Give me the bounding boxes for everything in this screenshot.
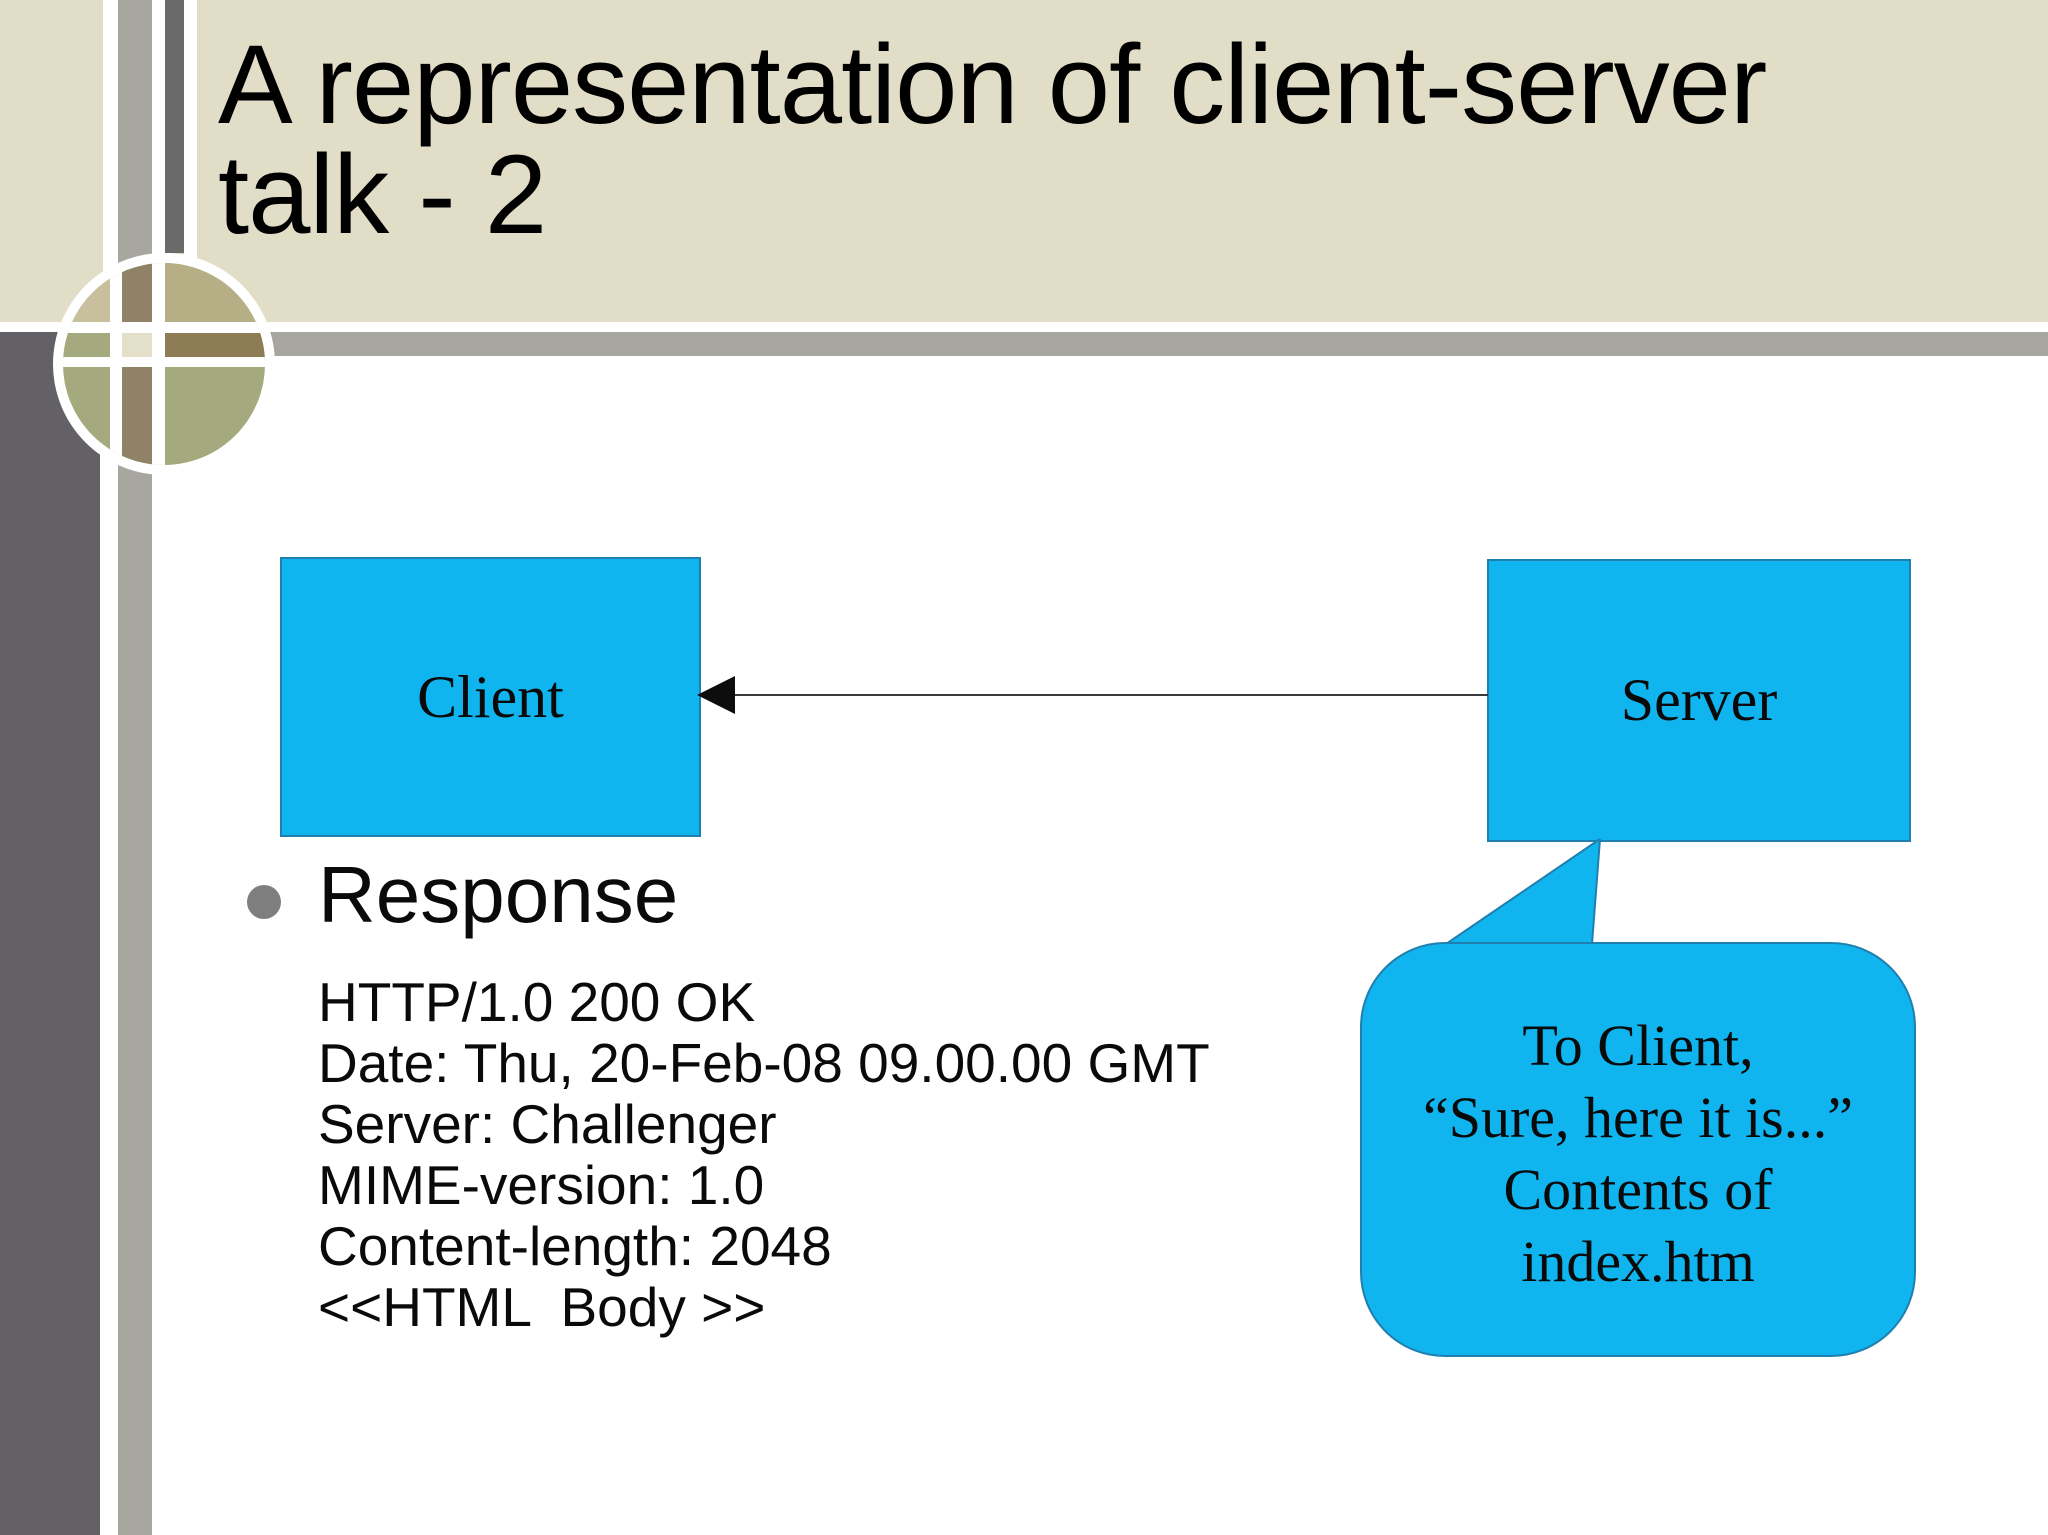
response-line: Server: Challenger bbox=[318, 1093, 777, 1155]
response-line: <<HTML Body >> bbox=[318, 1276, 766, 1338]
header-band bbox=[0, 0, 2048, 322]
left-rail bbox=[0, 332, 100, 1535]
client-box-label: Client bbox=[417, 663, 564, 730]
mosaic-tile bbox=[63, 263, 110, 322]
speech-bubble: To Client, “Sure, here it is...” Content… bbox=[1360, 942, 1916, 1357]
mosaic-tile bbox=[165, 263, 265, 322]
bubble-line: Contents of bbox=[1503, 1157, 1773, 1222]
mosaic-stripe bbox=[63, 357, 265, 367]
vertical-stripe-white-3 bbox=[184, 0, 197, 322]
response-arrow-left-icon bbox=[697, 676, 1488, 714]
bubble-line: index.htm bbox=[1521, 1229, 1755, 1294]
mosaic-tile bbox=[122, 367, 152, 465]
response-heading: Response bbox=[318, 850, 679, 939]
client-box: Client bbox=[280, 557, 701, 837]
bubble-line: “Sure, here it is...” bbox=[1422, 1085, 1853, 1150]
response-body: HTTP/1.0 200 OK Date: Thu, 20-Feb-08 09.… bbox=[318, 972, 1210, 1338]
circle-mosaic bbox=[63, 263, 265, 465]
bubble-line: To Client, bbox=[1522, 1013, 1754, 1078]
mosaic-stripe bbox=[63, 322, 265, 333]
template-circle-ornament bbox=[53, 253, 275, 475]
response-line: Date: Thu, 20-Feb-08 09.00.00 GMT bbox=[318, 1032, 1210, 1094]
slide-title: A representation of client-server talk -… bbox=[218, 22, 1767, 257]
response-line: Content-length: 2048 bbox=[318, 1215, 832, 1277]
server-box: Server bbox=[1487, 559, 1911, 842]
vertical-stripe-white-1 bbox=[103, 0, 118, 1535]
speech-bubble-tail bbox=[1445, 838, 1601, 945]
vertical-stripe-gray bbox=[118, 0, 152, 1535]
horizontal-divider-bar bbox=[0, 332, 2048, 356]
vertical-stripe-dark bbox=[165, 0, 184, 253]
response-line: MIME-version: 1.0 bbox=[318, 1154, 765, 1216]
mosaic-tile bbox=[165, 333, 265, 357]
bullet-icon bbox=[247, 885, 281, 919]
response-line: HTTP/1.0 200 OK bbox=[318, 971, 756, 1033]
server-box-label: Server bbox=[1620, 667, 1778, 733]
